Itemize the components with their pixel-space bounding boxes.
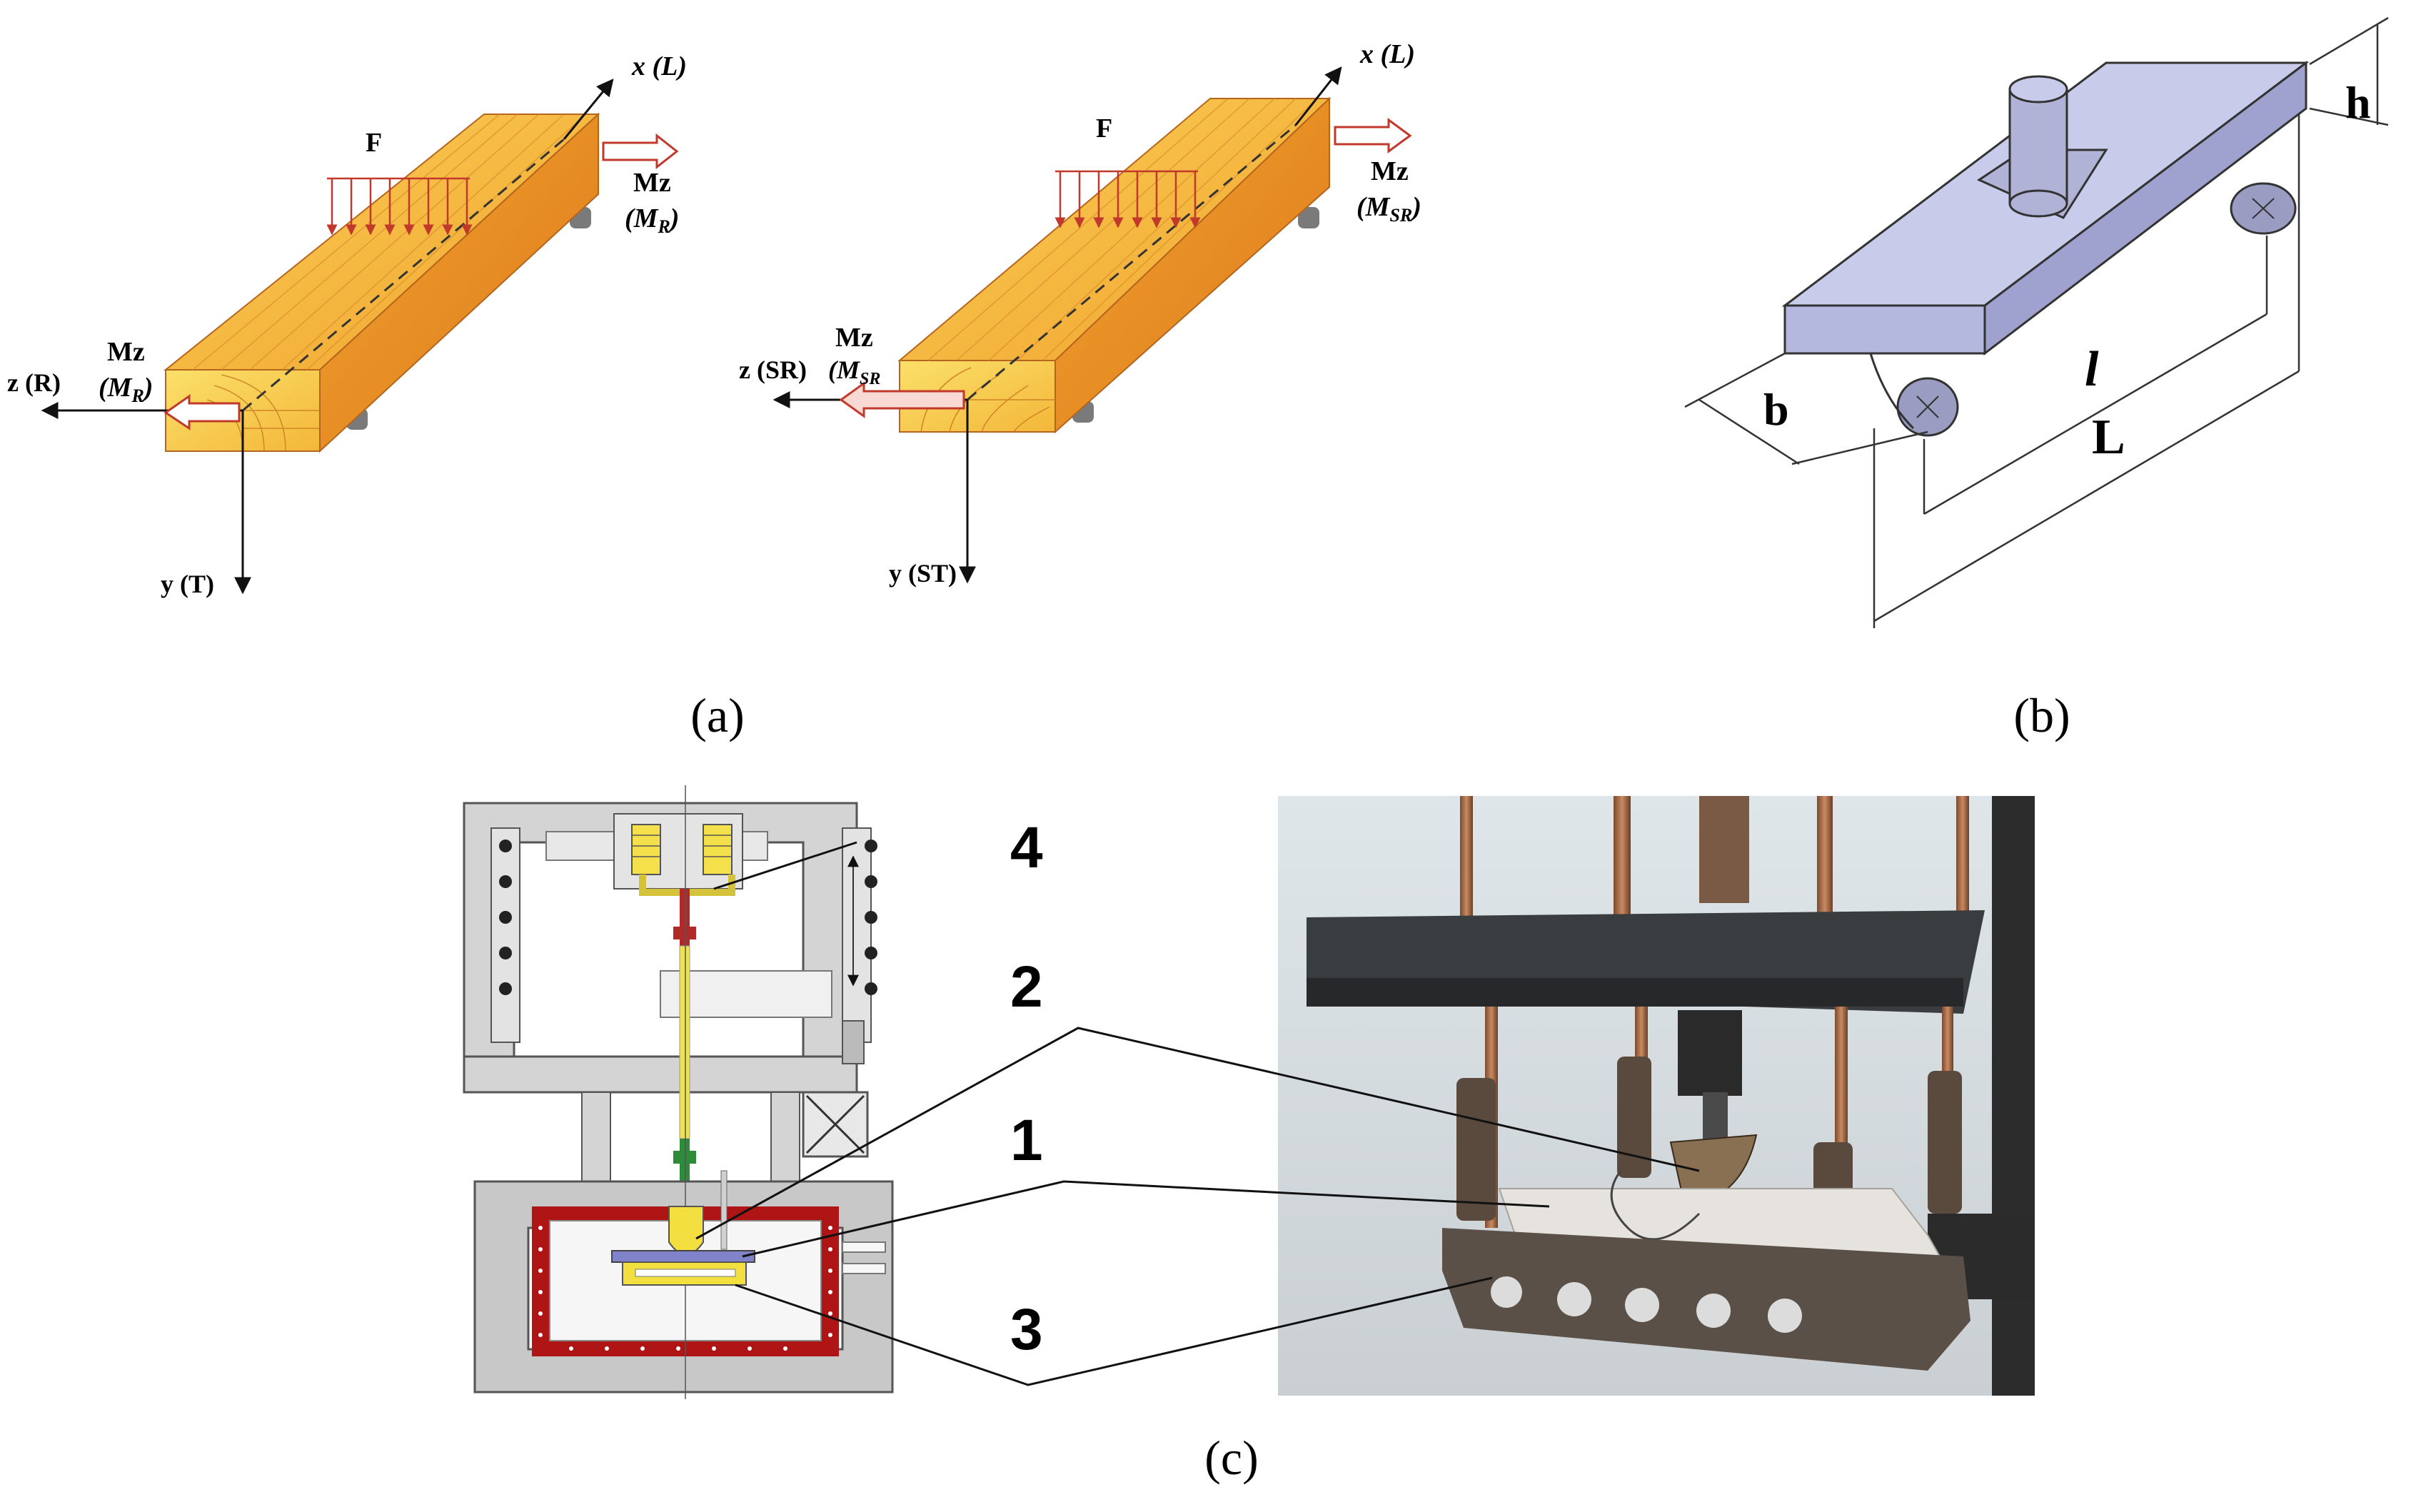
moment-right-label: Mz xyxy=(1371,156,1409,186)
beam-axis-line xyxy=(242,138,565,412)
moment-right-label: Mz xyxy=(633,168,671,198)
moment-left-label: Mz xyxy=(835,323,873,353)
specimen-1 xyxy=(611,1250,755,1263)
dim-h-label: h xyxy=(2345,77,2371,128)
dim-l-label: l xyxy=(2085,342,2099,397)
moment-arrow-left xyxy=(163,394,241,430)
distributed-load xyxy=(1055,170,1201,228)
distributed-load xyxy=(326,177,473,236)
moment-arrow-right xyxy=(1334,118,1412,153)
loading-nose-cylinder xyxy=(2008,88,2068,205)
panel-b-three-point-bending: h b l L xyxy=(1684,16,2389,628)
dim-b-label: b xyxy=(1763,384,1789,435)
support-roller xyxy=(1298,207,1319,228)
beam-end-face xyxy=(899,360,1056,433)
specimen-end xyxy=(1783,304,1986,355)
x-axis-label: x (L) xyxy=(631,51,687,81)
caption-a: (a) xyxy=(690,688,744,742)
label-4: 4 xyxy=(1010,815,1043,880)
z-axis-label: z (SR) xyxy=(739,356,807,384)
moment-arrow-right xyxy=(602,133,679,170)
y-axis-label: y (T) xyxy=(161,570,214,598)
panel-c-schematic xyxy=(463,785,894,1399)
leader-lines xyxy=(695,841,1700,1386)
panel-c-photo xyxy=(1278,796,2035,1396)
moment-right-sub-label: (MSR) xyxy=(1356,192,1421,226)
dimension-lines xyxy=(1684,16,2389,628)
panel-a-left-beam: F x (L) z (R) y (T) Mz (MR) Mz (MR) xyxy=(7,51,687,598)
x-axis-label: x (L) xyxy=(1359,39,1415,69)
beam-axis-line xyxy=(967,124,1297,401)
label-1: 1 xyxy=(1010,1108,1043,1173)
y-axis-label: y (ST) xyxy=(889,559,957,588)
moment-arrow-left xyxy=(839,381,965,418)
moment-left-sub-label: (MSR xyxy=(828,356,880,388)
indenter-2 xyxy=(668,1206,704,1256)
moment-left-label: Mz xyxy=(107,337,145,367)
left-bearings xyxy=(499,840,512,995)
x-axis-arrow xyxy=(563,79,614,140)
z-axis-label: z (R) xyxy=(7,368,61,397)
moment-right-sub-label: (MR) xyxy=(625,203,679,237)
right-bearings xyxy=(865,840,877,995)
label-2: 2 xyxy=(1010,954,1043,1019)
caption-b: (b) xyxy=(2013,688,2070,742)
moment-left-sub-label: (MR) xyxy=(99,373,153,406)
force-label: F xyxy=(1096,114,1112,143)
caption-c: (c) xyxy=(1204,1431,1258,1485)
dim-L-label: L xyxy=(2092,410,2125,465)
force-label: F xyxy=(366,128,382,158)
x-axis-arrow xyxy=(1294,66,1342,126)
panel-a-right-beam: F x (L) z (SR) y (ST) Mz (MSR) Mz (MSR xyxy=(739,39,1421,588)
label-3: 3 xyxy=(1010,1297,1043,1362)
